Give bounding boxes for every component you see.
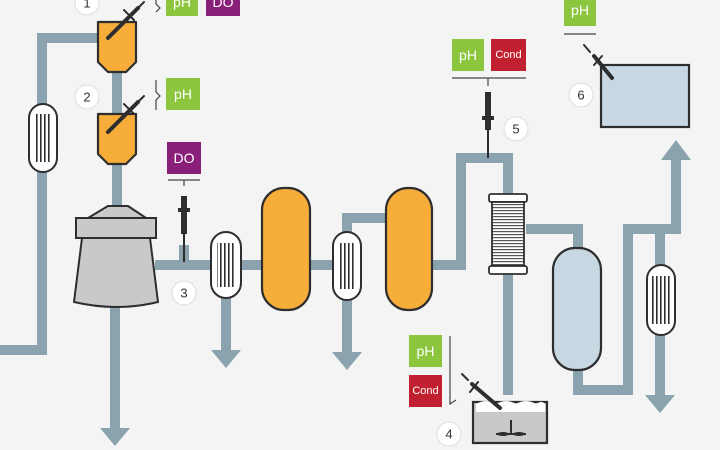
- point-1-marker: [74, 0, 100, 16]
- point-3-marker: [171, 280, 197, 306]
- tag-1-ph-label: pH: [173, 0, 191, 10]
- pipe-column-return: [573, 160, 681, 395]
- tag-4-cond-label: Cond: [412, 385, 438, 397]
- point-5-number: 5: [512, 122, 519, 137]
- sensor-probe-icon: [178, 196, 190, 262]
- point-markers: 1 2 3 4 5 6: [74, 0, 594, 447]
- tag-5-cond-label: Cond: [495, 49, 521, 61]
- sensor-probe-icon: [583, 44, 614, 80]
- dosing-vessel-1: [96, 20, 138, 74]
- point-3-number: 3: [180, 286, 187, 301]
- filter-4: [332, 231, 362, 301]
- tag-4-cond: [409, 375, 442, 407]
- point-2-number: 2: [83, 90, 90, 105]
- column-vessel: [551, 246, 603, 372]
- tag-5-ph: [452, 39, 484, 71]
- tag-leaders: [155, 0, 596, 406]
- tag-1-ph: [166, 0, 198, 16]
- point-6-marker: [568, 82, 594, 108]
- tag-1-do-label: DO: [213, 0, 234, 10]
- filter-right: [646, 264, 676, 336]
- dosing-vessel-2: [96, 112, 138, 166]
- process-tank: [471, 400, 549, 445]
- tag-6-ph-label: pH: [571, 2, 589, 18]
- point-2-marker: [74, 84, 100, 110]
- sensor-probe-icon: [106, 1, 145, 40]
- sensor-probe-icon: [461, 373, 502, 410]
- mixing-vessel: [73, 205, 159, 308]
- flow-arrow-icon: [645, 395, 675, 413]
- flow-arrow-icon: [661, 140, 691, 160]
- tag-2-ph: [166, 78, 200, 110]
- tag-1-do: [206, 0, 240, 16]
- point-4-number: 4: [445, 427, 452, 442]
- flow-arrow-icon: [100, 428, 130, 446]
- heat-exchanger-icon: [488, 193, 528, 275]
- point-5-marker: [503, 116, 529, 142]
- sensor-probe-icon: [482, 92, 494, 158]
- pipe-feed-loop: [0, 33, 100, 355]
- reactor-2: [384, 186, 434, 312]
- point-4-marker: [436, 421, 462, 447]
- pipe-reactor2-outlet: [428, 153, 513, 270]
- tag-4-ph-label: pH: [417, 343, 435, 359]
- tag-3-do-label: DO: [174, 150, 195, 166]
- flow-arrow-icon: [211, 350, 241, 368]
- tag-5-ph-label: pH: [459, 47, 477, 63]
- tag-4-ph: [409, 335, 442, 367]
- tag-3-do: [167, 142, 201, 174]
- tag-6-ph: [564, 0, 596, 26]
- sensor-probe-icon: [106, 95, 145, 134]
- filter-left: [28, 103, 58, 173]
- pipe-exchanger-to-column: [526, 224, 583, 250]
- tag-5-cond: [491, 39, 526, 71]
- tag-2-ph-label: pH: [174, 86, 192, 102]
- flow-arrows: [100, 140, 691, 446]
- storage-tank: [599, 63, 691, 129]
- reactor-1: [260, 186, 312, 312]
- point-6-number: 6: [577, 88, 584, 103]
- filter-3: [210, 231, 242, 299]
- flow-arrow-icon: [332, 352, 362, 370]
- point-1-number: 1: [83, 0, 90, 11]
